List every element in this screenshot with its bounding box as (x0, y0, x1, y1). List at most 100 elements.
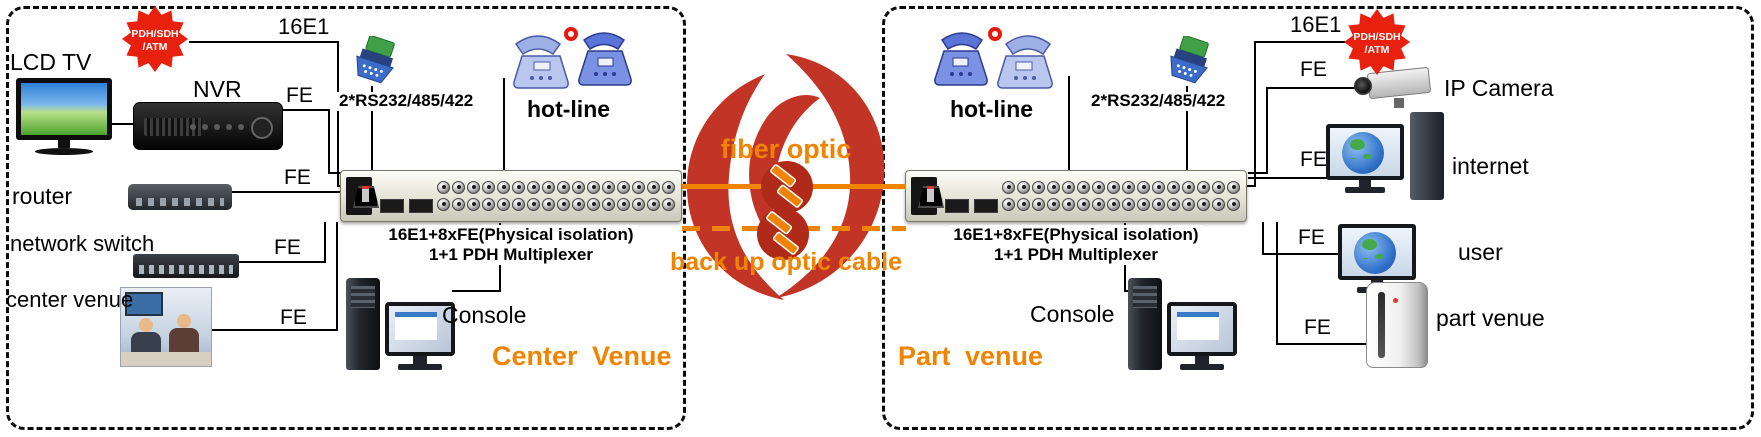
part-venue-title: Part venue (898, 341, 1044, 371)
fe-label: FE (1304, 316, 1331, 339)
pdh-sdh-atm-badge-right: PDH/SDH /ATM (1344, 9, 1410, 75)
camera-fe-line-drop (1266, 87, 1268, 174)
venue-fe-line-rise (336, 222, 338, 331)
e1-label-left: 16E1 (278, 14, 330, 39)
pdh-multiplexer-left (340, 170, 682, 222)
presentation-screen (125, 292, 163, 316)
rs232-label-left: 2*RS232/485/422 (336, 91, 477, 111)
camera-fe-line (1266, 87, 1356, 89)
rs232-adapter-icon-left (356, 36, 395, 84)
e1-line-left-drop (337, 41, 339, 187)
mux-caption-2-right: 1+1 PDH Multiplexer (990, 245, 1162, 265)
badge-text: PDH/SDH (1353, 31, 1400, 43)
console-label-left: Console (442, 302, 527, 328)
router-icon (128, 184, 232, 210)
part-venue-device-icon (1366, 282, 1428, 368)
user-fe-line (1262, 253, 1342, 255)
lcd-tv-screen (16, 78, 112, 140)
pc-tower-icon (1128, 278, 1162, 370)
partvenue-fe-line (1276, 343, 1370, 345)
fe-label: FE (286, 84, 313, 107)
console-line-left-jog (452, 290, 501, 292)
hotline-label-left: hot-line (527, 96, 611, 122)
e1-bnc-connectors (437, 180, 681, 212)
user-label: user (1458, 239, 1503, 265)
console-label-right: Console (1030, 301, 1115, 327)
pc-monitor-icon (1167, 302, 1237, 370)
rs232-adapter-icon-right (1170, 36, 1209, 84)
lcd-tv-label: LCD TV (10, 49, 92, 75)
internet-label: internet (1452, 153, 1529, 179)
fe-label: FE (1298, 226, 1325, 249)
video-conference-image (120, 287, 212, 367)
fiber-ports-icon (380, 199, 433, 213)
fe-label: FE (1300, 148, 1327, 171)
ip-camera-label: IP Camera (1444, 75, 1554, 101)
nvr-label: NVR (193, 76, 242, 102)
part-venue-box (882, 6, 1754, 430)
fe-label: FE (1300, 58, 1327, 81)
fe-label: FE (280, 306, 307, 329)
switch-fe-line (239, 261, 326, 263)
fiber-optic-label: fiber optic (720, 134, 852, 164)
pdh-sdh-atm-badge-left: PDH/SDH /ATM (122, 6, 188, 72)
internet-fe-line (1248, 177, 1334, 179)
center-venue-label: center venue (6, 287, 134, 312)
power-inlet-icon (346, 177, 372, 215)
e1-line-right-drop (1254, 41, 1256, 187)
fe-label: FE (284, 166, 311, 189)
power-inlet-icon (911, 177, 937, 215)
pc-monitor-icon (385, 302, 455, 370)
globe-monitor-icon (1326, 124, 1404, 193)
console-pc-right (1128, 278, 1237, 370)
pdh-multiplexer-right (905, 170, 1247, 222)
network-switch-icon (133, 254, 239, 278)
hotline-line-right (1068, 76, 1070, 170)
venue-fe-line (208, 329, 338, 331)
internet-pc-icon (1326, 112, 1444, 204)
user-fe-line-rise (1262, 222, 1264, 255)
rs232-label-right: 2*RS232/485/422 (1088, 91, 1229, 111)
router-label: router (12, 183, 73, 209)
hotline-line-left (503, 78, 505, 170)
hotline-label-right: hot-line (950, 96, 1034, 122)
pc-tower-icon (1410, 112, 1444, 200)
nvr-fe-line-jog (328, 172, 342, 174)
network-switch-label: network switch (10, 231, 155, 256)
e1-bnc-connectors (1002, 180, 1246, 212)
part-venue-label: part venue (1436, 305, 1545, 331)
center-venue-title: Center Venue (492, 341, 672, 371)
e1-label-right: 16E1 (1290, 12, 1342, 37)
router-fe-line (232, 191, 342, 193)
pc-tower-icon (346, 278, 380, 370)
user-monitor-icon (1338, 224, 1416, 293)
e1-line-right (1254, 41, 1346, 43)
hotline-phones-icon-left (513, 27, 632, 89)
center-venue-box (6, 6, 686, 430)
console-pc-left (346, 278, 455, 370)
badge-text: PDH/SDH (131, 28, 178, 40)
mux-caption-1-left: 16E1+8xFE(Physical isolation) (384, 225, 638, 245)
person-figure (139, 318, 153, 332)
nvr-icon (133, 102, 283, 150)
lcd-tv-icon (16, 78, 112, 155)
rs232-line-left (371, 86, 373, 170)
mux-caption-1-right: 16E1+8xFE(Physical isolation) (949, 225, 1203, 245)
brand-logo (686, 54, 885, 300)
fe-label: FE (274, 236, 301, 259)
fiber-connector-icon (761, 161, 813, 213)
mux-caption-2-left: 1+1 PDH Multiplexer (425, 245, 597, 265)
nvr-fe-line (283, 109, 330, 111)
partvenue-fe-line-rise (1276, 222, 1278, 345)
fiber-ports-icon (945, 199, 998, 213)
rs232-line-right (1186, 86, 1188, 170)
switch-fe-line-rise (324, 222, 326, 263)
backup-cable-label: back up optic cable (669, 248, 903, 276)
camera-lens-icon (1354, 77, 1372, 95)
e1-line-left (189, 41, 339, 43)
fiber-connector-icon (757, 208, 809, 260)
hotline-phones-icon-right (934, 27, 1053, 89)
badge-text: /ATM (1365, 44, 1390, 56)
camera-fe-line-jog (1248, 172, 1268, 174)
